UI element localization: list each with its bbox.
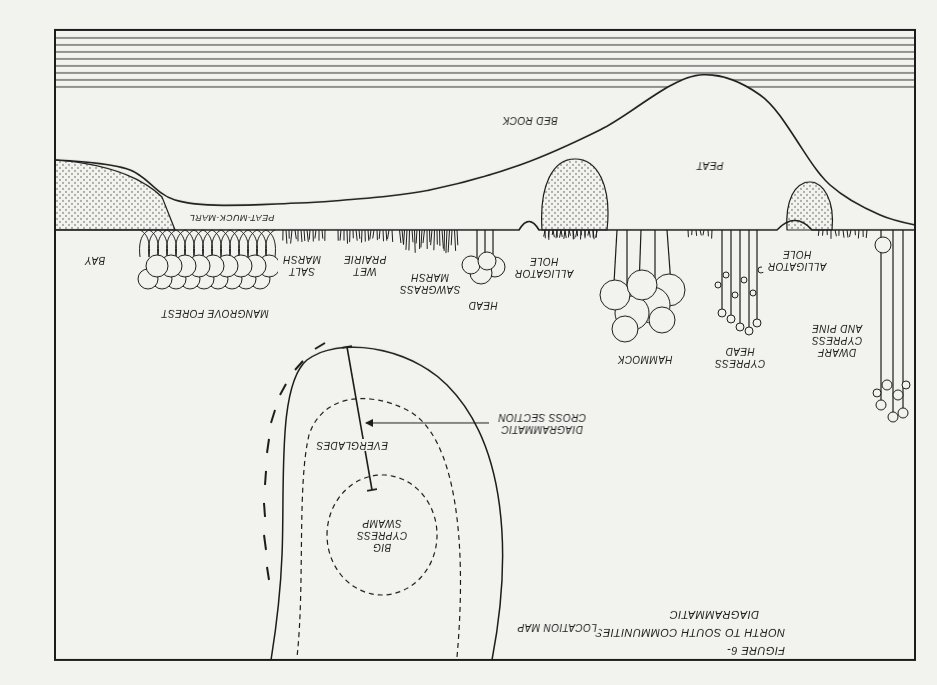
cypress-trunk xyxy=(756,230,757,323)
cypress-foliage xyxy=(718,309,726,317)
island xyxy=(271,410,275,423)
figure-title: FIGURE 6- xyxy=(725,644,787,657)
community-label: CYPRESS HEAD xyxy=(707,345,773,369)
mangrove-roots xyxy=(140,230,276,257)
hatch-line xyxy=(56,73,914,74)
island xyxy=(280,384,286,395)
cypress-trunk xyxy=(748,230,749,331)
hatch-line xyxy=(56,59,914,60)
island xyxy=(315,343,325,349)
marsh-grass xyxy=(338,230,393,244)
cypress-foliage xyxy=(727,315,735,323)
marsh-grass xyxy=(544,230,597,239)
everglades-boundary xyxy=(297,399,460,657)
marsh-grass xyxy=(283,230,325,244)
title-line: DIAGRAMMATIC xyxy=(667,608,761,621)
community-label: BAY xyxy=(83,254,107,266)
hammock-canopy xyxy=(627,270,657,300)
tree-trunk xyxy=(614,230,617,283)
section-line xyxy=(347,347,372,490)
hatch-line xyxy=(56,87,914,88)
community-label: DWARF CYPRESS AND PINE xyxy=(803,322,871,358)
marsh-grass xyxy=(400,230,458,253)
big-cypress-boundary xyxy=(327,475,437,595)
head-canopy xyxy=(462,256,480,274)
cypress-trunk xyxy=(739,230,740,327)
pine-trunk xyxy=(892,230,893,417)
hammock-canopy xyxy=(600,280,630,310)
cypress-foliage xyxy=(753,319,761,327)
pine-foliage xyxy=(893,390,903,400)
hammock-canopy xyxy=(612,316,638,342)
community-label: HAMMOCK xyxy=(615,353,674,365)
pine-foliage xyxy=(888,412,898,422)
stratum-label: PEAT xyxy=(695,159,726,171)
cypress-foliage xyxy=(715,282,721,288)
community-label: ALLIGATOR HOLE xyxy=(510,255,578,279)
pine-foliage xyxy=(882,380,892,390)
ground-surface xyxy=(55,221,915,231)
marsh-grass xyxy=(545,230,597,240)
pine-foliage xyxy=(876,400,886,410)
mangrove-canopy xyxy=(146,255,168,277)
community-label: WET PRAIRIE xyxy=(335,253,395,277)
cypress-foliage xyxy=(736,323,744,331)
peat-deposit xyxy=(55,160,175,230)
cypress-foliage xyxy=(750,290,756,296)
cypress-trunk xyxy=(721,230,722,313)
pointer-arrow xyxy=(366,422,489,423)
marsh-grass xyxy=(818,230,867,239)
stratum-label: PEAT-MUCK-MARL xyxy=(187,212,276,224)
marsh-grass xyxy=(688,230,712,239)
island xyxy=(264,503,265,517)
community-label: MANGROVE FOREST xyxy=(159,307,271,319)
peat-deposit xyxy=(542,159,608,230)
bedrock-outline xyxy=(55,75,915,225)
section-tick xyxy=(342,346,352,348)
title-line: NORTH TO SOUTH COMMUNITIES xyxy=(593,626,787,639)
island xyxy=(265,471,266,485)
tree-trunk xyxy=(476,230,477,259)
section-tick xyxy=(367,489,377,491)
community-label: ALLIGATOR HOLE xyxy=(762,248,832,272)
cypress-foliage xyxy=(732,292,738,298)
map-region-label: BIG CYPRESS SWAMP xyxy=(351,517,413,553)
bedrock-hatching xyxy=(56,38,914,87)
map-region-label: EVERGLADES xyxy=(314,439,390,451)
hatch-line xyxy=(56,80,914,81)
community-label: HEAD xyxy=(466,299,499,311)
island xyxy=(264,535,266,550)
hatch-line xyxy=(56,45,914,46)
island xyxy=(267,567,269,580)
pine-foliage xyxy=(875,237,891,253)
island xyxy=(295,361,303,370)
coastline xyxy=(271,347,503,660)
head-canopy xyxy=(478,252,496,270)
stratum-label: BED ROCK xyxy=(500,114,559,126)
hammock-canopy xyxy=(649,307,675,333)
hatch-line xyxy=(56,66,914,67)
pine-foliage xyxy=(898,408,908,418)
cypress-foliage xyxy=(745,327,753,335)
pine-foliage xyxy=(873,389,881,397)
figure-frame xyxy=(55,30,915,660)
hatch-line xyxy=(56,52,914,53)
cypress-foliage xyxy=(723,272,729,278)
pine-foliage xyxy=(902,381,910,389)
community-label: SAWGRASS MARSH xyxy=(396,271,464,295)
section-callout: DIAGRAMMATIC CROSS SECTION xyxy=(493,411,592,435)
peat-deposit xyxy=(787,182,833,230)
cypress-trunk xyxy=(730,230,731,319)
cypress-foliage xyxy=(741,277,747,283)
pine-trunk xyxy=(880,230,881,405)
island xyxy=(267,439,269,453)
hatch-line xyxy=(56,38,914,39)
map-title: LOCATION MAP xyxy=(515,621,599,633)
community-label: SALT MARSH xyxy=(278,253,326,277)
